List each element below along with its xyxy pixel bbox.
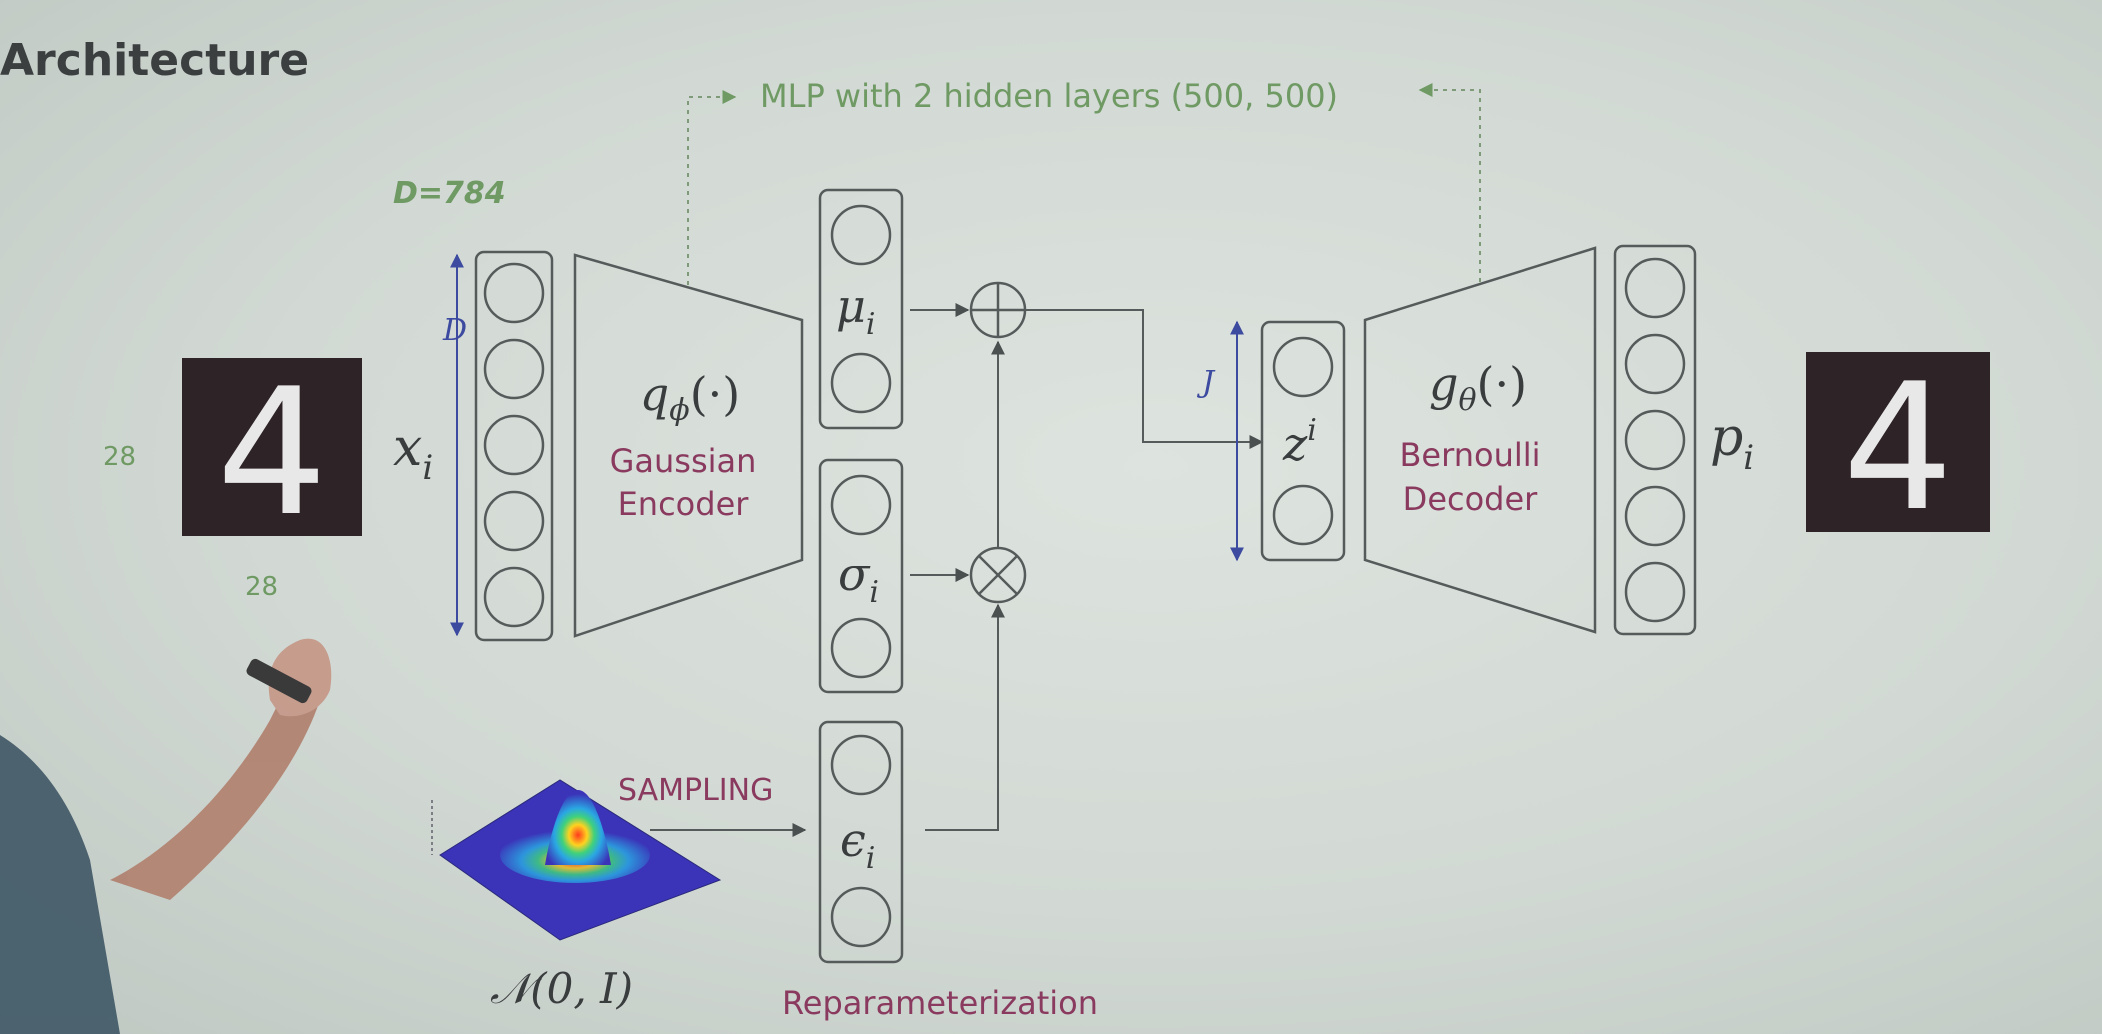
mu-layer <box>818 188 904 430</box>
sigma-node <box>830 474 892 536</box>
gaussian-surface-peak <box>545 790 611 865</box>
epsilon-label: ϵi <box>840 813 875 876</box>
mlp-connector-left <box>687 90 737 285</box>
mu-node <box>830 352 892 414</box>
input-layer <box>474 250 554 642</box>
p-label: pi <box>1710 408 1754 478</box>
input-node <box>483 490 545 552</box>
times-operator <box>969 546 1027 604</box>
input-digit-image <box>182 358 362 536</box>
output-node <box>1624 561 1686 623</box>
output-node <box>1624 257 1686 319</box>
dimension-label: D=784 <box>393 176 506 211</box>
prior-label: 𝒩(0, I) <box>490 964 633 1013</box>
z-node <box>1272 336 1334 398</box>
encoder-line1: Gaussian <box>610 442 757 480</box>
input-node <box>483 566 545 628</box>
epsilon-node <box>830 886 892 948</box>
input-node <box>483 338 545 400</box>
encoder-function: qϕ(·) <box>640 367 740 428</box>
epsilon-layer <box>818 720 904 964</box>
sigma-node <box>830 617 892 679</box>
reparameterization-label: Reparameterization <box>782 984 1098 1022</box>
sigma-label: σi <box>838 547 879 610</box>
gaussian-surface-plot <box>431 779 722 941</box>
mlp-connector-right <box>1418 83 1481 282</box>
input-node <box>483 262 545 324</box>
j-axis-label: J <box>1196 365 1216 400</box>
times-operator-d2 <box>978 555 1018 595</box>
decoder-line1: Bernoulli <box>1399 436 1540 474</box>
d-axis-label: D <box>442 313 467 348</box>
plus-to-z-arrow <box>1025 309 1264 449</box>
decoder-line2: Decoder <box>1403 480 1539 518</box>
output-node <box>1624 485 1686 547</box>
mlp-note: MLP with 2 hidden layers (500, 500) <box>760 77 1338 115</box>
encoder-line2: Encoder <box>618 485 750 523</box>
sampling-label: SAMPLING <box>618 773 773 808</box>
decoder-function: gθ(·) <box>1429 357 1527 418</box>
output-digit: 4 <box>1842 347 1953 550</box>
decoder-block <box>1363 246 1597 634</box>
z-layer <box>1260 320 1346 562</box>
epsilon-to-times-arrow <box>925 603 1005 831</box>
z-node <box>1272 484 1334 546</box>
image-height-label: 28 <box>103 442 136 472</box>
z-label: zi <box>1282 413 1317 471</box>
slide-title: Architecture <box>0 35 309 86</box>
epsilon-node <box>830 734 892 796</box>
output-node <box>1624 409 1686 471</box>
input-node <box>483 414 545 476</box>
image-width-label: 28 <box>245 572 278 602</box>
sigma-layer <box>818 458 904 694</box>
mu-label: μi <box>836 279 876 342</box>
mu-node <box>830 204 892 266</box>
presenter-silhouette <box>0 638 332 1034</box>
output-node <box>1624 333 1686 395</box>
encoder-block <box>573 253 804 638</box>
output-layer <box>1613 244 1697 636</box>
x-label: xi <box>393 418 433 488</box>
input-digit: 4 <box>216 352 327 555</box>
output-digit-image <box>1806 352 1990 532</box>
